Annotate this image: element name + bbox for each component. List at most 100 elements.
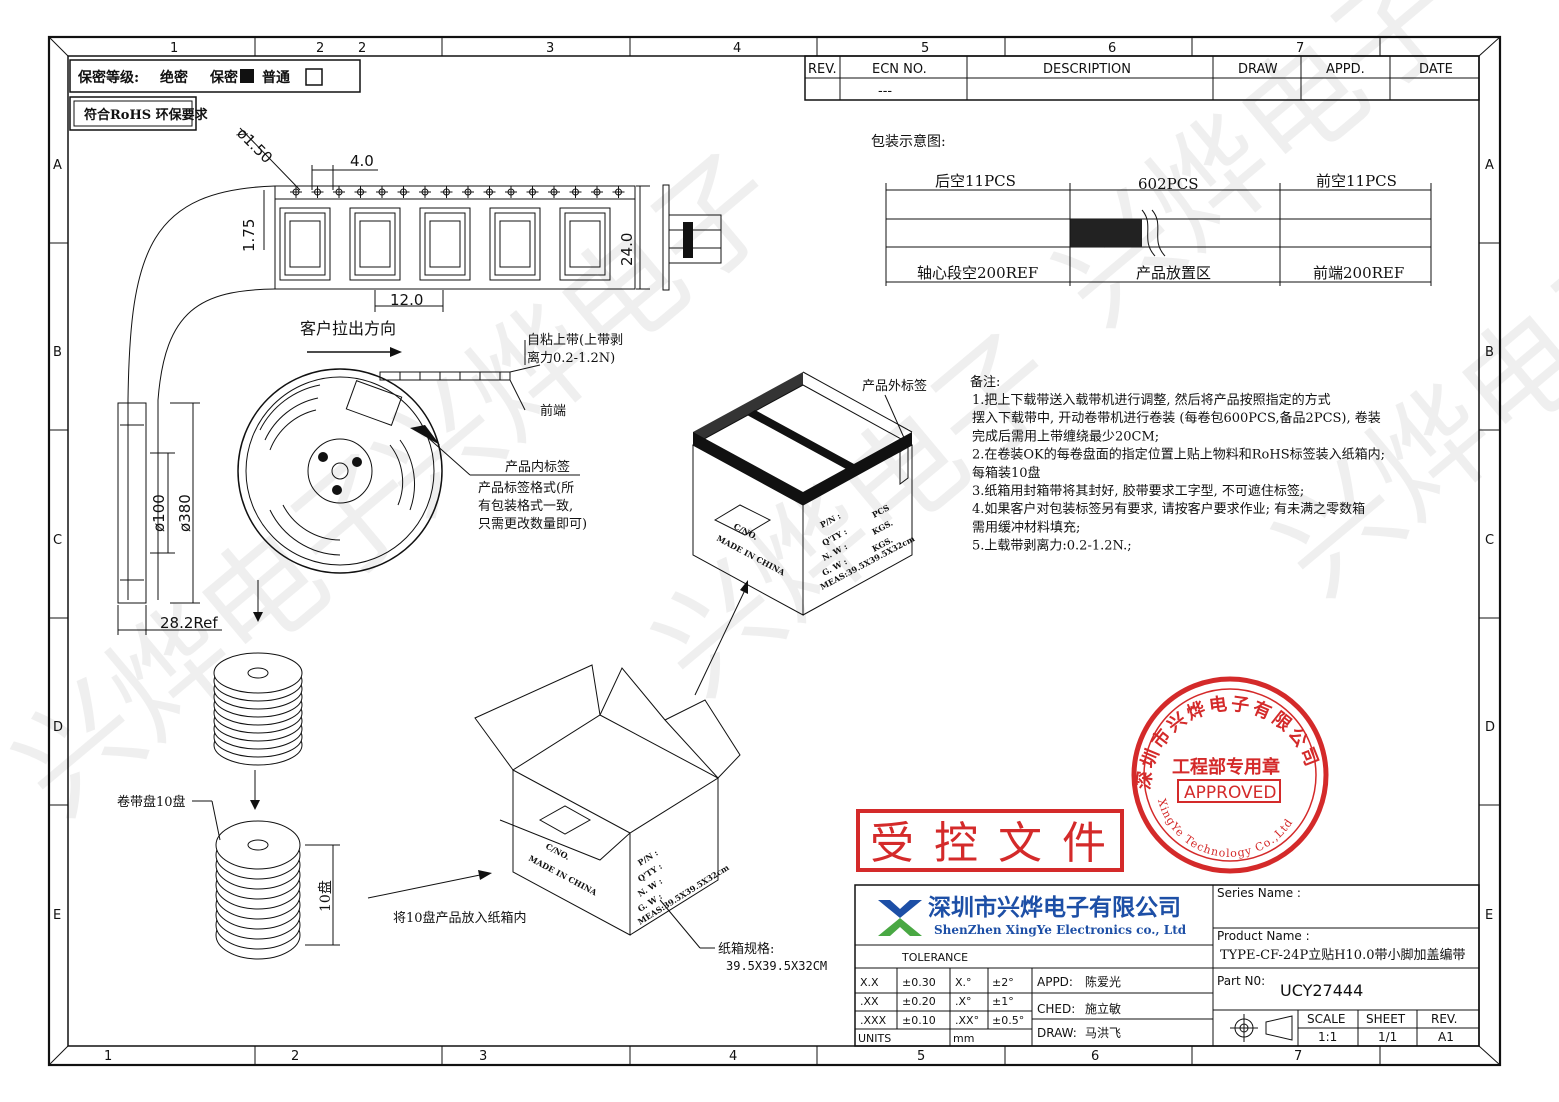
inner-label-note-3: 只需更改数量即可)	[478, 517, 587, 532]
note-line: 每箱装10盘	[972, 465, 1041, 481]
secrecy-secret: 保密	[209, 69, 238, 86]
sheet-label: SHEET	[1366, 1012, 1406, 1026]
secrecy-empty-box	[305, 68, 323, 86]
zone-col-label: 3	[546, 41, 554, 56]
sprocket-holes	[290, 186, 625, 198]
pull-direction-label: 客户拉出方向	[300, 319, 396, 338]
ched-name: 施立敏	[1085, 1001, 1121, 1016]
note-line: 摆入下载带中, 开动卷带机进行卷装 (每卷包600PCS,备品2PCS), 卷装	[972, 410, 1381, 426]
zone-col-label: 3	[479, 1049, 487, 1064]
zone-col-label: 6	[1091, 1049, 1099, 1064]
count-label: 602PCS	[1138, 175, 1198, 193]
inner-label-title: 产品内标签	[505, 459, 570, 475]
note-line: 4.如果客户对包装标签另有要求, 请按客户要求作业; 有未满之零数箱	[972, 501, 1365, 517]
ten-reels-dim: 10盘	[317, 880, 334, 912]
zone-col-label: 4	[733, 41, 741, 56]
stacked-reel	[215, 820, 301, 870]
packing-title: 包装示意图:	[871, 133, 946, 150]
appd-name: 陈爱光	[1085, 974, 1121, 989]
zone-col-label: 1	[104, 1049, 112, 1064]
zone-row-label: C	[1485, 533, 1494, 548]
tolerance-cell: ±0.20	[902, 995, 936, 1008]
revision-table: REV. ECN NO. DESCRIPTION DRAW APPD. DATE…	[804, 55, 1480, 101]
note-line: 3.纸箱用封箱带将其封好, 胶带要求工字型, 不可遮住标签;	[972, 483, 1304, 499]
reel-stack-large	[215, 820, 301, 960]
zone-row-label: D	[53, 720, 63, 735]
rev-header: REV.	[808, 62, 837, 77]
product-zone-label: 产品放置区	[1136, 264, 1211, 282]
reel-stacks: 卷带盘10盘 10盘 将10盘产品放入纸箱内	[117, 580, 527, 960]
description-header: DESCRIPTION	[1043, 62, 1131, 77]
dim-tape-width: 24.0	[618, 233, 636, 266]
title-block: 深圳市兴烨电子有限公司 ShenZhen XingYe Electronics …	[854, 884, 1480, 1047]
zone-col-label: 5	[917, 1049, 925, 1064]
product-label: Product Name :	[1217, 929, 1310, 943]
zone-row-label: A	[1485, 158, 1494, 173]
rohs-note: 符合RoHS 环保要求	[84, 107, 209, 123]
zone-row-label: B	[53, 345, 62, 360]
company-name-cn: 深圳市兴烨电子有限公司	[928, 894, 1181, 921]
notes-block: 备注: 1.把上下载带送入载带机进行调整, 然后将产品按照指定的方式 摆入下载带…	[970, 374, 1385, 554]
zone-row-label: E	[1485, 908, 1493, 923]
series-label: Series Name :	[1217, 886, 1301, 900]
dim-reel-diameter: ø380	[176, 494, 194, 532]
secrecy-checked-box	[240, 69, 254, 83]
packing-layout: 包装示意图: 后空11PCS 602PCS 前空11PCS 轴心段空200REF…	[871, 133, 1432, 286]
dim-hub-diameter: ø100	[150, 494, 168, 532]
zone-col-label: 1	[170, 41, 178, 56]
carton-spec-value: 39.5X39.5X32CM	[726, 959, 827, 973]
tape-pocket	[349, 207, 401, 281]
product-name: TYPE-CF-24P立贴H10.0带小脚加盖编带	[1220, 947, 1465, 963]
tolerance-cell: .XX°	[955, 1014, 979, 1027]
drawing-frame	[47, 35, 1502, 1067]
tolerance-cell: X.X	[860, 976, 879, 989]
dim-edge-offset: 1.75	[240, 219, 258, 252]
zone-row-label: D	[1485, 720, 1495, 735]
note-line: 5.上载带剥离力:0.2-1.2N.;	[972, 538, 1132, 554]
tolerance-cell: X.°	[955, 976, 972, 989]
tolerance-cell: .XX	[860, 995, 879, 1008]
partno-value: UCY27444	[1280, 981, 1363, 1000]
zone-col-label: 2	[358, 41, 366, 56]
zone-row-label: C	[53, 533, 62, 548]
date-header: DATE	[1419, 62, 1453, 77]
tolerance-label: TOLERANCE	[901, 951, 968, 964]
reel-stack-small	[213, 652, 303, 766]
front-empty-label: 前空11PCS	[1316, 172, 1397, 190]
dim-hole-pitch: 4.0	[350, 152, 374, 170]
seal-center-text: 工程部专用章	[1172, 756, 1280, 778]
reels-10-label: 卷带盘10盘	[117, 794, 186, 810]
tolerance-cell: ±1°	[992, 995, 1014, 1008]
tape-pocket	[489, 207, 541, 281]
appd-header: APPD.	[1326, 62, 1365, 77]
company-seal: 深圳市兴烨电子有限公司 XingYe Technology Co.,Ltd 工程…	[1131, 676, 1329, 874]
tape-pocket	[559, 207, 611, 281]
dim-part-pitch: 12.0	[390, 291, 423, 309]
controlled-doc-text: 受控文件	[870, 818, 1126, 869]
zone-col-label: 5	[921, 41, 929, 56]
units-value: mm	[953, 1032, 974, 1045]
rear-empty-label: 后空11PCS	[935, 172, 1016, 190]
note-line: 2.在卷装OK的每卷盘面的指定位置上贴上物料和RoHS标签装入纸箱内;	[972, 447, 1385, 463]
front-end-label: 前端	[540, 403, 566, 419]
appd-label: APPD:	[1037, 975, 1073, 989]
zone-col-label: 7	[1294, 1049, 1302, 1064]
tape-pockets	[279, 207, 611, 281]
watermark-text: 兴烨电子	[0, 427, 446, 842]
tape-pocket	[279, 207, 331, 281]
watermark-text: 兴烨电子	[1029, 0, 1486, 352]
units-label: UNITS	[858, 1032, 891, 1045]
svg-text:XingYe Technology Co.,Ltd: XingYe Technology Co.,Ltd	[1155, 797, 1296, 860]
rohs-box: 符合RoHS 环保要求	[69, 96, 209, 131]
sheet-value: 1/1	[1378, 1030, 1397, 1044]
partno-label: Part N0:	[1217, 974, 1265, 988]
rev-label: REV.	[1431, 1012, 1457, 1026]
note-line: 完成后需用上带缠绕最少20CM;	[972, 428, 1159, 444]
secrecy-top-secret: 绝密	[160, 69, 188, 86]
reel-drawing: 自粘上带(上带剥 离力0.2-1.2N) 前端 产品内标签 产品标签格式(所 有…	[117, 333, 623, 635]
note-line: 1.把上下载带送入载带机进行调整, 然后将产品按照指定的方式	[972, 392, 1331, 408]
tolerance-cell: .XXX	[860, 1014, 887, 1027]
tape-strip	[274, 185, 636, 290]
controlled-doc-stamp: 受控文件	[856, 809, 1126, 872]
